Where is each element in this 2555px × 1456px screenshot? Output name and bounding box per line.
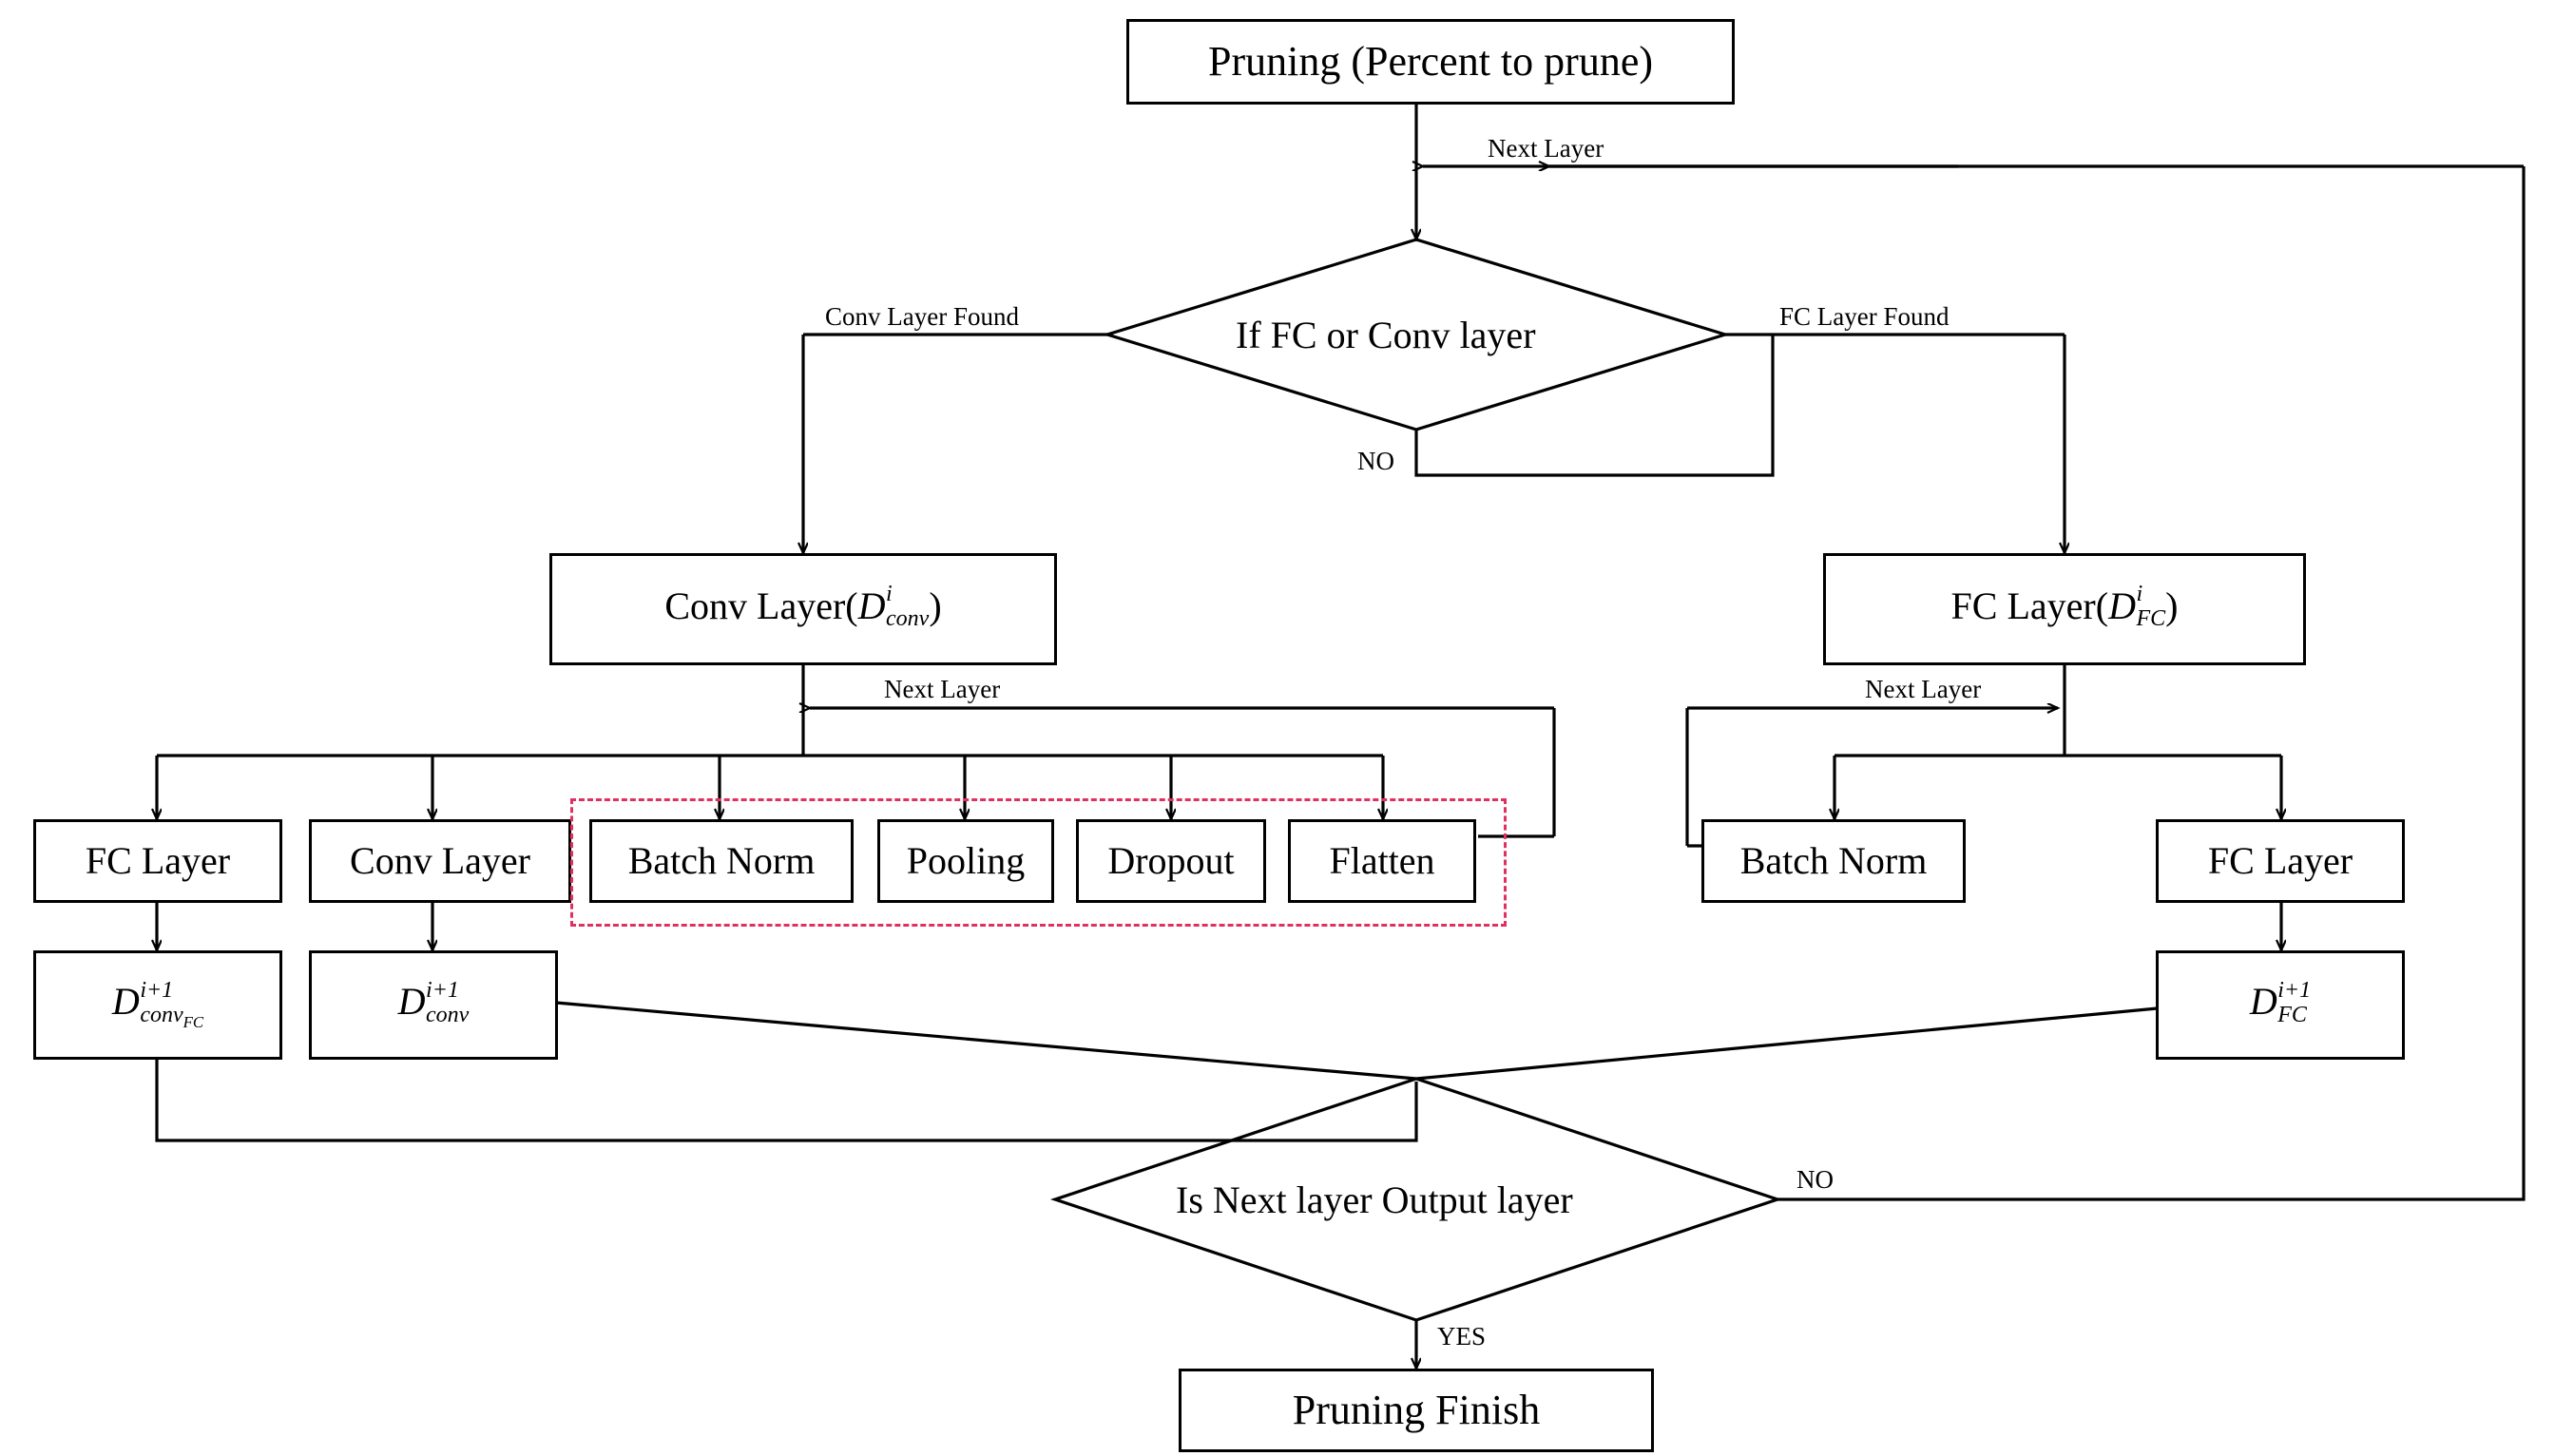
node-conv-child-batch-norm-label: Batch Norm [627,839,816,882]
node-conv-child-flatten-label: Flatten [1329,839,1435,882]
node-conv-child-batch-norm[interactable]: Batch Norm [589,819,854,903]
node-pruning-start[interactable]: Pruning (Percent to prune) [1126,19,1735,105]
node-conv-child-dropout-label: Dropout [1107,839,1235,882]
node-decision-layer-type-label: If FC or Conv layer [1236,314,1536,356]
node-pruning-finish-label: Pruning Finish [1292,1387,1541,1433]
edge-label-next-layer-top: Next Layer [1488,134,1604,163]
node-pruning-finish[interactable]: Pruning Finish [1179,1369,1654,1452]
edge-label-next-layer-fc: Next Layer [1865,675,1982,703]
edge-label-no-type-decision: NO [1357,447,1394,475]
node-decision-output-layer-label: Is Next layer Output layer [1176,1178,1573,1221]
node-conv-child-fc-layer-label: FC Layer [85,839,231,882]
node-fc-child-fc-layer[interactable]: FC Layer [2156,819,2405,903]
node-fc-child-batch-norm-label: Batch Norm [1739,839,1928,882]
node-conv-child-fc-layer[interactable]: FC Layer [33,819,282,903]
node-fc-child-fc-layer-label: FC Layer [2207,839,2353,882]
node-conv-child-conv-layer[interactable]: Conv Layer [309,819,571,903]
node-pruning-start-label: Pruning (Percent to prune) [1208,38,1653,85]
conv-layer-d-suffix: ) [929,584,942,627]
conv-layer-d-prefix: Conv Layer( [664,584,858,627]
fc-layer-d-suffix: ) [2165,584,2179,627]
edge-label-fc-layer-found: FC Layer Found [1779,302,1950,331]
node-conv-child-pooling[interactable]: Pooling [877,819,1054,903]
output-conv-fc-subsub: FC [182,1012,204,1031]
node-conv-child-flatten[interactable]: Flatten [1288,819,1476,903]
fc-layer-d-prefix: FC Layer( [1950,584,2109,627]
edge-label-no-output-decision: NO [1796,1165,1834,1194]
edge-label-conv-layer-found: Conv Layer Found [825,302,1019,331]
node-conv-child-dropout[interactable]: Dropout [1076,819,1266,903]
node-conv-child-pooling-label: Pooling [906,839,1026,882]
output-conv-symbol: D [397,980,427,1024]
edge-label-yes-to-finish: YES [1437,1322,1487,1351]
output-conv-fc-symbol: D [111,980,141,1024]
node-conv-child-conv-layer-label: Conv Layer [350,839,530,882]
conv-layer-d-symbol: D [857,584,886,627]
node-fc-child-batch-norm[interactable]: Batch Norm [1701,819,1966,903]
output-conv-fc-sub: conv [140,1002,183,1027]
fc-layer-d-symbol: D [2108,584,2137,627]
edge-label-next-layer-conv: Next Layer [884,675,1001,703]
output-fc-symbol: D [2249,980,2278,1024]
